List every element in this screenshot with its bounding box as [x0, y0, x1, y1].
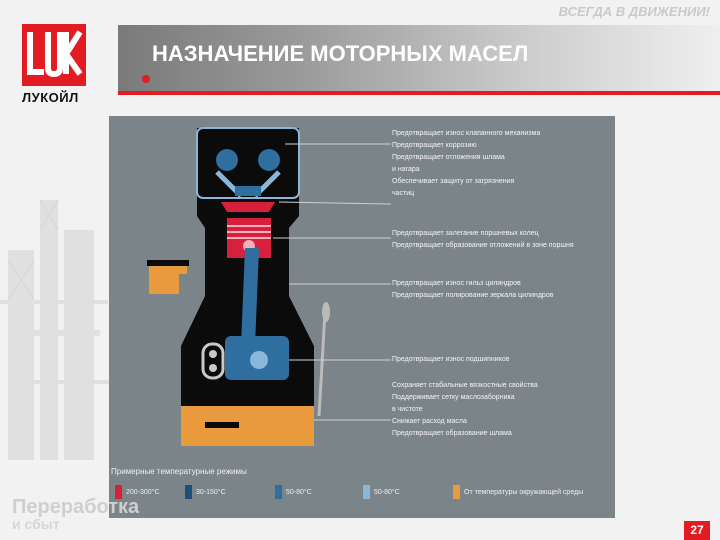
legend-swatch: [453, 485, 460, 499]
legend-swatch: [363, 485, 370, 499]
legend-item: 50-80°C: [363, 485, 400, 499]
engine-cross-section: [147, 127, 392, 446]
legend-swatch: [275, 485, 282, 499]
slogan: ВСЕГДА В ДВИЖЕНИИ!: [558, 4, 710, 19]
callout-oil: Сохраняет стабильные вязкостные свойства…: [392, 382, 538, 437]
lukoil-logo: [22, 24, 86, 86]
callout-cylinder: Предотвращает износ гильз цилиндров Пред…: [392, 280, 554, 299]
legend-swatch: [115, 485, 122, 499]
title-bullet: [142, 75, 150, 83]
engine-diagram-panel: Предотвращает износ клапанного механизма…: [109, 116, 615, 518]
legend-item: 200-300°C: [115, 485, 160, 499]
legend-item: 50-80°C: [275, 485, 312, 499]
watermark-line2: и сбыт: [12, 516, 60, 532]
watermark-line1: Переработка: [12, 496, 140, 518]
legend-item: 30-150°C: [185, 485, 226, 499]
legend-title: Примерные температурные режимы: [111, 467, 247, 476]
legend-swatch: [185, 485, 192, 499]
callout-piston: Предотвращает залегание поршневых колец …: [392, 230, 574, 249]
lukoil-emblem-icon: [27, 30, 83, 78]
callout-valves: Предотвращает износ клапанного механизма…: [392, 130, 541, 197]
legend-item: От температуры окружающей среды: [453, 485, 583, 499]
page-number: 27: [684, 521, 710, 540]
callout-bearings: Предотвращает износ подшипников: [392, 356, 510, 363]
brand-name: ЛУКОЙЛ: [22, 90, 79, 105]
title-underline: [118, 91, 720, 95]
title-bar: НАЗНАЧЕНИЕ МОТОРНЫХ МАСЕЛ: [118, 25, 720, 91]
page-title: НАЗНАЧЕНИЕ МОТОРНЫХ МАСЕЛ: [152, 41, 529, 66]
